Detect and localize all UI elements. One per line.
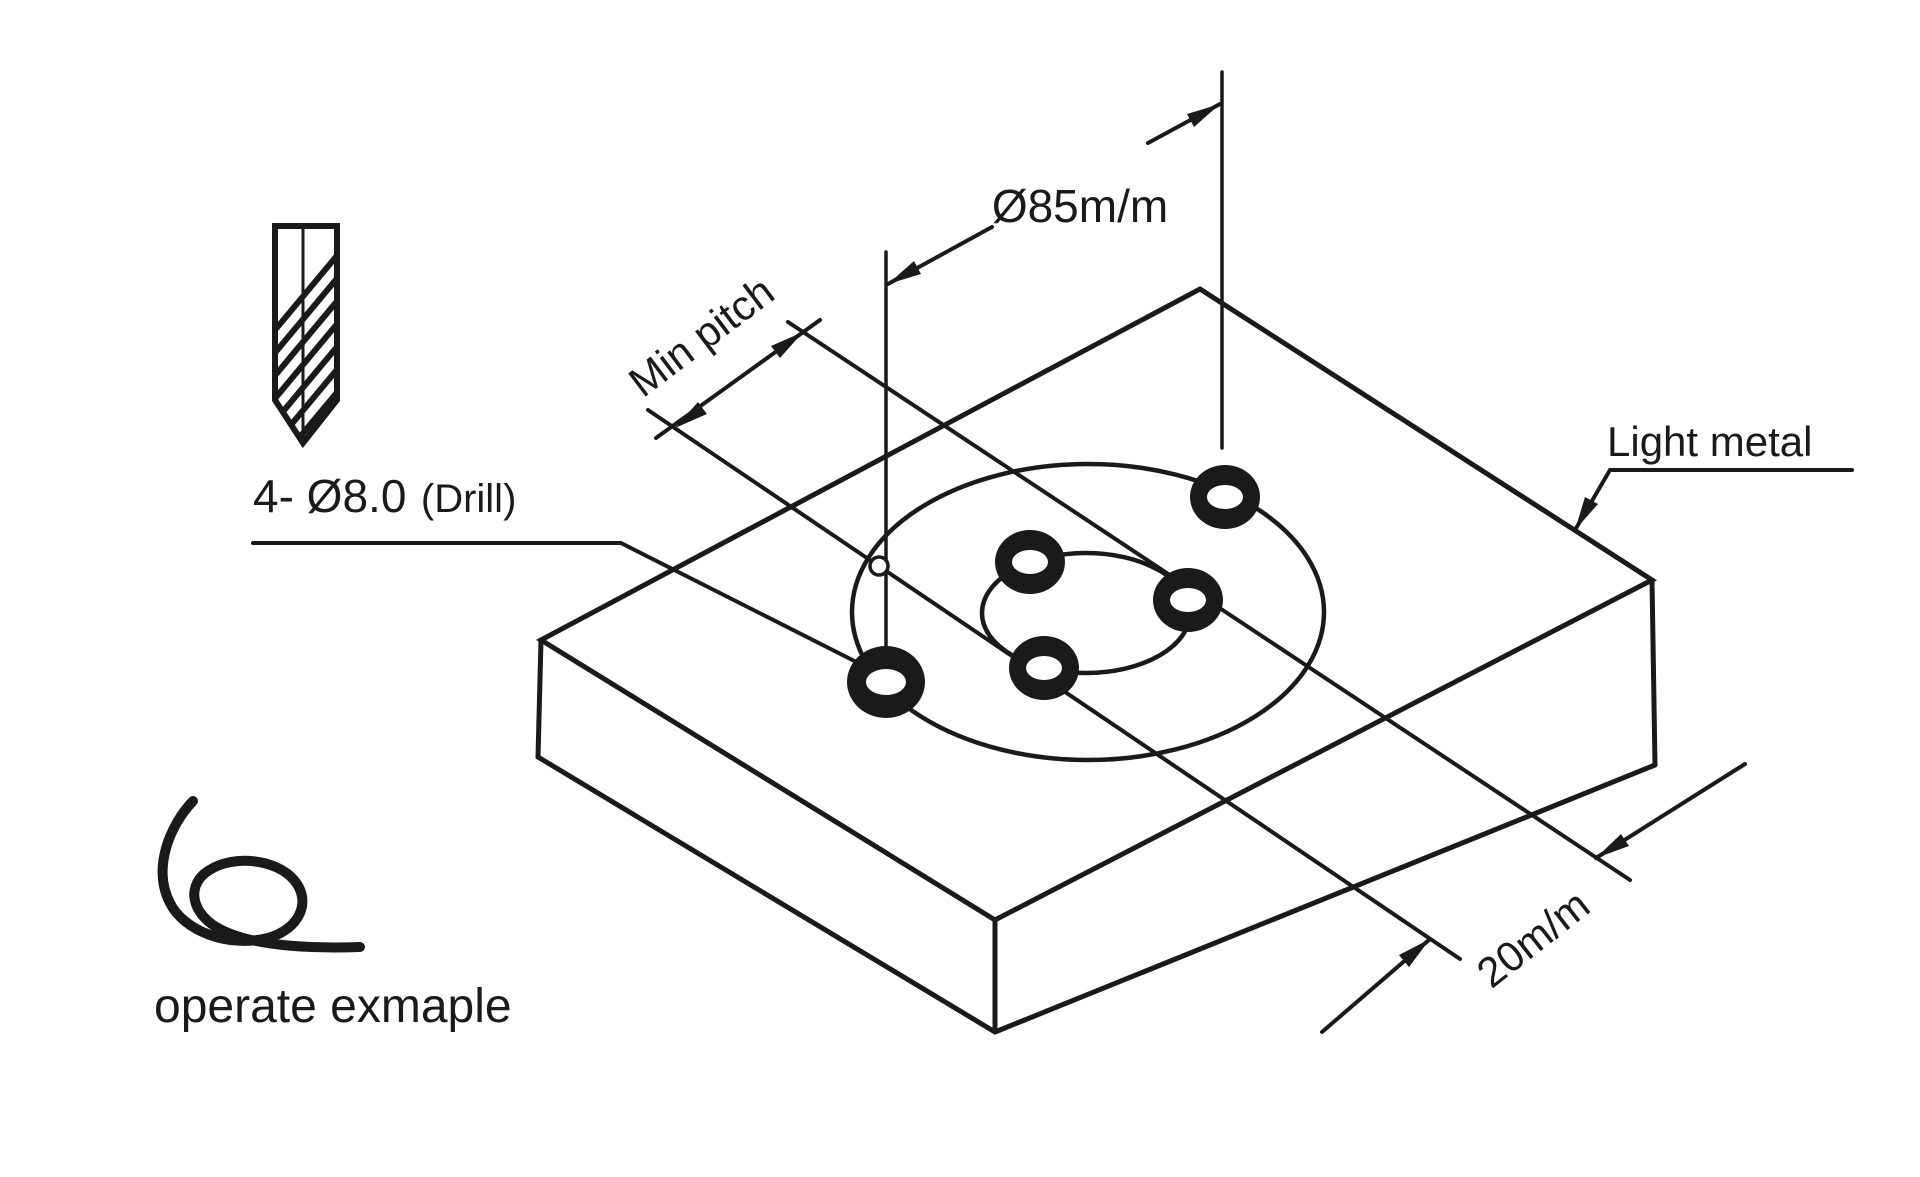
- hole-left: [847, 646, 925, 718]
- dia85-arrow-right-icon: [1187, 104, 1220, 127]
- material-arrow-icon: [1575, 497, 1598, 530]
- center-mark-circle: [868, 555, 890, 577]
- thickness-label: 20m/m: [1468, 881, 1598, 997]
- hole-lower-middle: [1009, 636, 1079, 700]
- min-pitch-label: Min pitch: [620, 267, 783, 406]
- hole-right-middle: [1153, 568, 1223, 632]
- min-pitch-arrow-upper-icon: [771, 332, 803, 358]
- thickness-dimension: [1320, 762, 1747, 1034]
- material-leader: [1573, 468, 1854, 532]
- plate-right-vertical-edge: [1649, 577, 1658, 768]
- drill-bit-icon: [272, 223, 340, 449]
- plate: [535, 286, 1658, 1035]
- min-pitch-dimension: [654, 318, 822, 440]
- drill-note-main: 4- Ø8.0: [253, 470, 406, 522]
- material-label: Light metal: [1607, 418, 1812, 465]
- plate-top-face: [535, 286, 1657, 923]
- dia85-arrow-left-icon: [888, 261, 921, 284]
- outer-bolt-circle: [849, 461, 1327, 763]
- hole-top-right: [1190, 465, 1260, 529]
- hole-upper-middle: [995, 530, 1065, 594]
- drill-note-suffix: (Drill): [421, 477, 517, 521]
- centerlines: [884, 70, 1224, 684]
- drill-note-label: 4- Ø8.0 (Drill): [253, 470, 516, 522]
- holes: [847, 465, 1260, 718]
- caption-label: operate exmaple: [154, 980, 512, 1033]
- bolt-circle-label: Ø85m/m: [992, 180, 1168, 232]
- drill-bit-flutes: [275, 226, 337, 443]
- material-leader-line: [1573, 468, 1854, 532]
- thickness-arrow-upper-icon: [1596, 834, 1629, 858]
- plate-left-vertical-edge: [535, 637, 544, 760]
- dia85-dimension: [886, 102, 1222, 286]
- min-pitch-arrow-lower-icon: [675, 402, 707, 428]
- swirl-icon: [157, 796, 365, 953]
- thickness-arrow-lower-icon: [1399, 939, 1430, 967]
- plate-right-bottom-edge: [992, 762, 1658, 1035]
- drill-note-leader: [251, 541, 888, 679]
- plate-front-bottom-edge: [535, 754, 998, 1035]
